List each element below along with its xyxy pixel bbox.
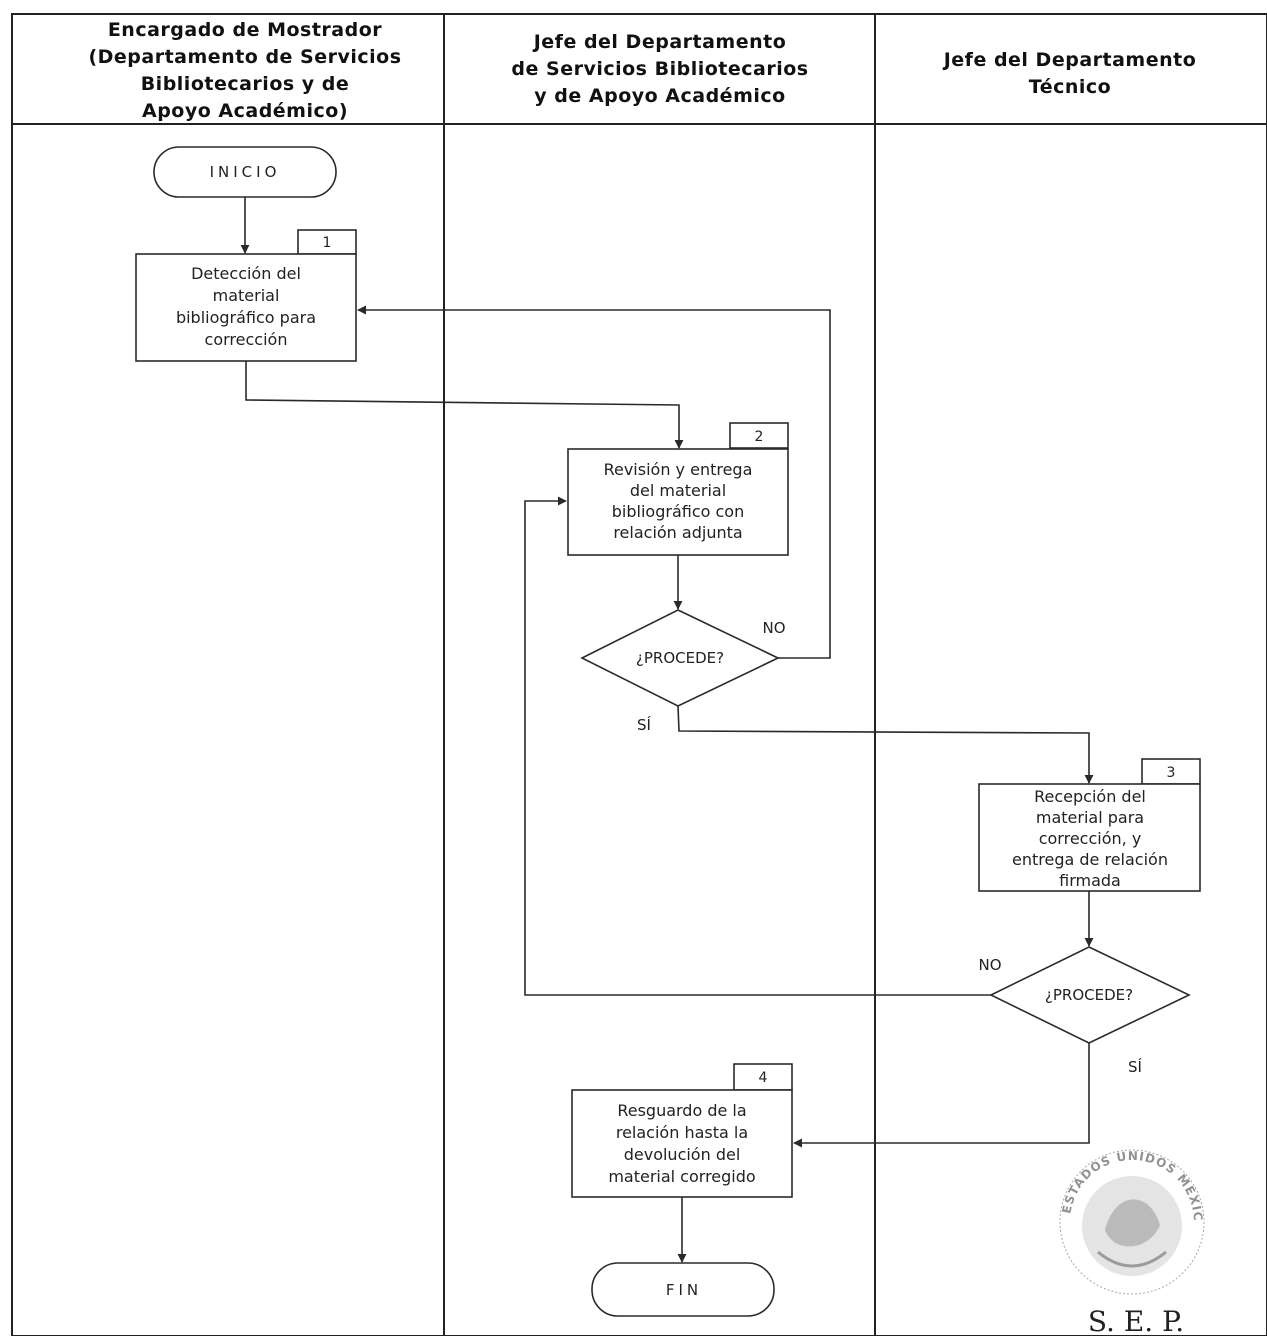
wreath-icon xyxy=(1097,1250,1167,1268)
lane-header-technical-head: Jefe del Departamento Técnico xyxy=(942,49,1197,98)
lane-title-line: Apoyo Académico) xyxy=(142,100,348,122)
lane-title-line: Encargado de Mostrador xyxy=(108,19,382,41)
step-text-line: corrección, y xyxy=(1039,829,1142,848)
step-number-box xyxy=(297,229,357,255)
start-label: INICIO xyxy=(210,163,281,181)
seal-outer-ring xyxy=(1059,1149,1205,1295)
lane-header-library-services-head: Jefe del Departamento de Servicios Bibli… xyxy=(511,31,808,107)
step-text-line: entrega de relación xyxy=(1012,850,1168,869)
branch-no-label: NO xyxy=(978,956,1001,974)
step-text-line: corrección xyxy=(205,330,288,349)
step-number: 1 xyxy=(323,235,332,251)
step-text-line: Recepción del xyxy=(1034,787,1146,806)
seal-caption: S. E. P. xyxy=(1088,1305,1184,1336)
step-number: 2 xyxy=(755,429,764,445)
step-number-box xyxy=(1141,758,1201,785)
lane-title-line: Bibliotecarios y de xyxy=(141,73,350,95)
decision-label: ¿PROCEDE? xyxy=(1045,986,1133,1004)
connector-arrow xyxy=(793,1043,1090,1148)
start-terminal: INICIO xyxy=(153,146,337,198)
step-text-line: Resguardo de la xyxy=(617,1101,746,1120)
connector-arrow xyxy=(524,496,991,996)
step-text-line: firmada xyxy=(1059,871,1121,890)
branch-yes-label: SÍ xyxy=(637,715,651,734)
lane-title-line: Técnico xyxy=(1029,76,1111,98)
process-box xyxy=(135,253,357,362)
step-1: 1 Detección del material bibliográfico p… xyxy=(135,229,357,362)
lane-title-line: y de Apoyo Académico xyxy=(534,85,785,107)
step-number: 4 xyxy=(759,1070,768,1086)
step-text-line: relación adjunta xyxy=(613,523,742,542)
process-box xyxy=(567,448,789,556)
decision-2: ¿PROCEDE? NO SÍ xyxy=(978,946,1191,1076)
step-text-line: material xyxy=(213,286,280,305)
end-label: FIN xyxy=(666,1281,702,1299)
lane-title-line: Jefe del Departamento xyxy=(942,49,1197,71)
decision-1: ¿PROCEDE? NO SÍ xyxy=(580,609,786,734)
step-text-line: material corregido xyxy=(608,1167,755,1186)
connector-arrow xyxy=(245,361,684,449)
step-text-line: Detección del xyxy=(191,264,301,283)
step-text-line: del material xyxy=(630,481,726,500)
end-terminal: FIN xyxy=(591,1262,775,1317)
step-text-line: bibliográfico con xyxy=(612,502,744,521)
step-number: 3 xyxy=(1167,765,1176,781)
decision-label: ¿PROCEDE? xyxy=(636,649,724,667)
lane-title-line: de Servicios Bibliotecarios xyxy=(511,58,808,80)
lane-title-line: (Departamento de Servicios xyxy=(88,46,401,68)
step-text-line: devolución del xyxy=(624,1145,741,1164)
eagle-emblem-icon xyxy=(1105,1199,1160,1247)
branch-yes-label: SÍ xyxy=(1128,1057,1142,1076)
step-4: 4 Resguardo de la relación hasta la devo… xyxy=(571,1063,793,1198)
branch-no-label: NO xyxy=(762,619,785,637)
lane-title-line: Jefe del Departamento xyxy=(532,31,787,53)
connector-arrow xyxy=(677,705,1094,784)
step-text-line: bibliográfico para xyxy=(176,308,316,327)
step-text-line: material para xyxy=(1036,808,1144,827)
step-text-line: Revisión y entrega xyxy=(604,460,753,479)
process-box xyxy=(571,1089,793,1198)
step-2: 2 Revisión y entrega del material biblio… xyxy=(567,422,789,556)
lane-header-counter-clerk: Encargado de Mostrador (Departamento de … xyxy=(88,19,401,122)
step-text-line: relación hasta la xyxy=(616,1123,748,1142)
connector-arrow xyxy=(357,305,831,659)
diagram-frame xyxy=(11,13,1267,1336)
step-number-box xyxy=(729,422,789,449)
